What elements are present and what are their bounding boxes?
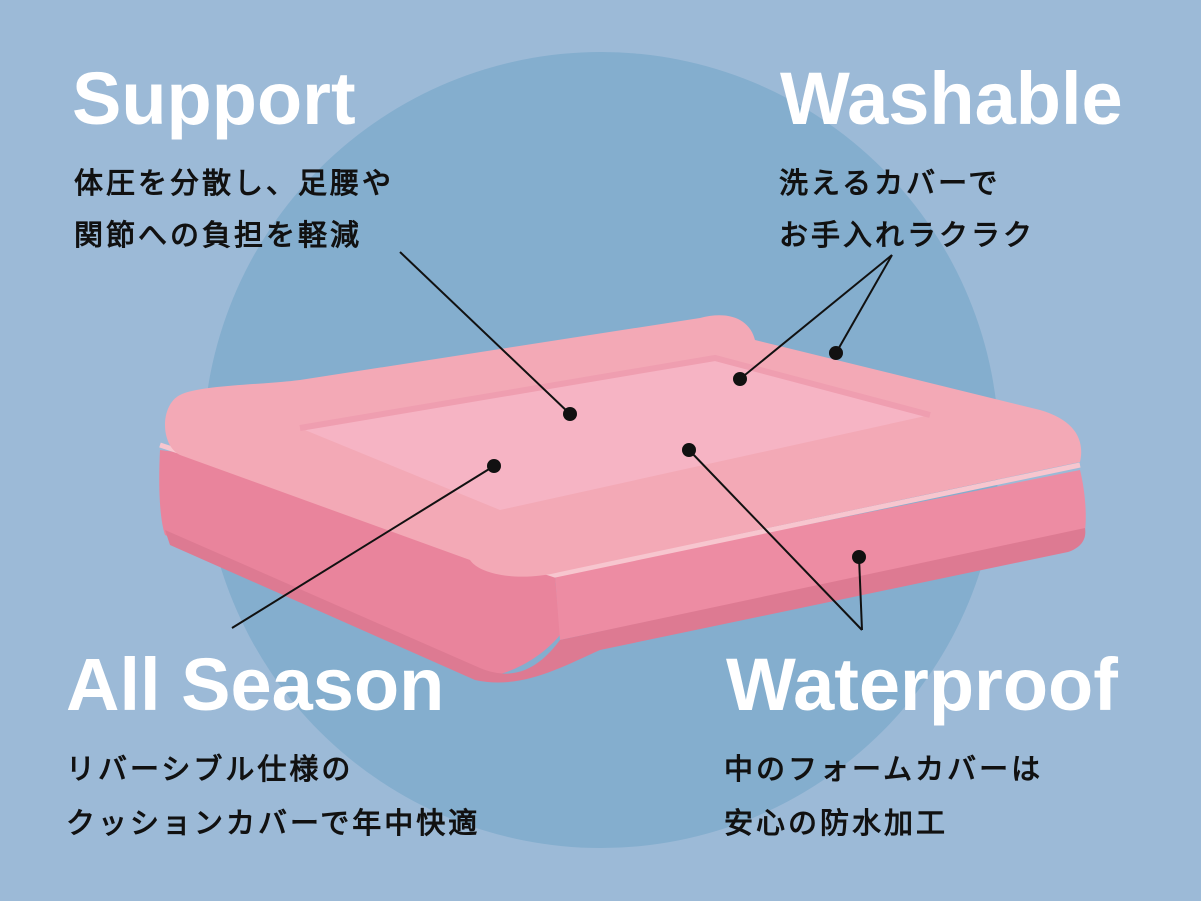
callout-allseason-line [231,465,495,629]
waterproof-desc-line1: 中のフォームカバーは [724,752,1044,786]
callout-dot-washable-b [829,346,843,360]
bed-surface [300,358,930,510]
callout-waterproof-line-a [688,449,863,631]
all-season-desc-line2: クッションカバーで年中快適 [66,806,481,840]
callout-dot-washable-a [733,372,747,386]
callout-washable-line-a [739,254,893,380]
callout-waterproof-line-b [858,556,863,631]
callout-support-line [399,251,571,415]
callout-lines [231,251,893,631]
callout-dot-allseason [487,459,501,473]
bed-side-left [159,450,561,676]
bed-side-front [555,470,1086,640]
support-desc-line1: 体圧を分散し、足腰や [74,166,395,200]
callout-dots [487,346,866,564]
bed-inner-edge [299,354,931,431]
bed-base [165,528,1086,683]
support-desc-line2: 関節への負担を軽減 [74,218,363,252]
waterproof-desc-line2: 安心の防水加工 [724,806,949,840]
washable-desc-line1: 洗えるカバーで [779,166,1001,200]
callout-dot-waterproof-a [682,443,696,457]
waterproof-title: Waterproof [726,643,1118,726]
all-season-desc-line1: リバーシブル仕様の [66,752,354,786]
callout-dot-waterproof-b [852,550,866,564]
washable-title: Washable [780,57,1123,140]
callout-dot-support [563,407,577,421]
washable-desc-line2: お手入れラクラク [779,218,1036,252]
all-season-title: All Season [66,643,445,726]
support-title: Support [72,57,356,140]
callout-washable-line-b [835,254,893,354]
